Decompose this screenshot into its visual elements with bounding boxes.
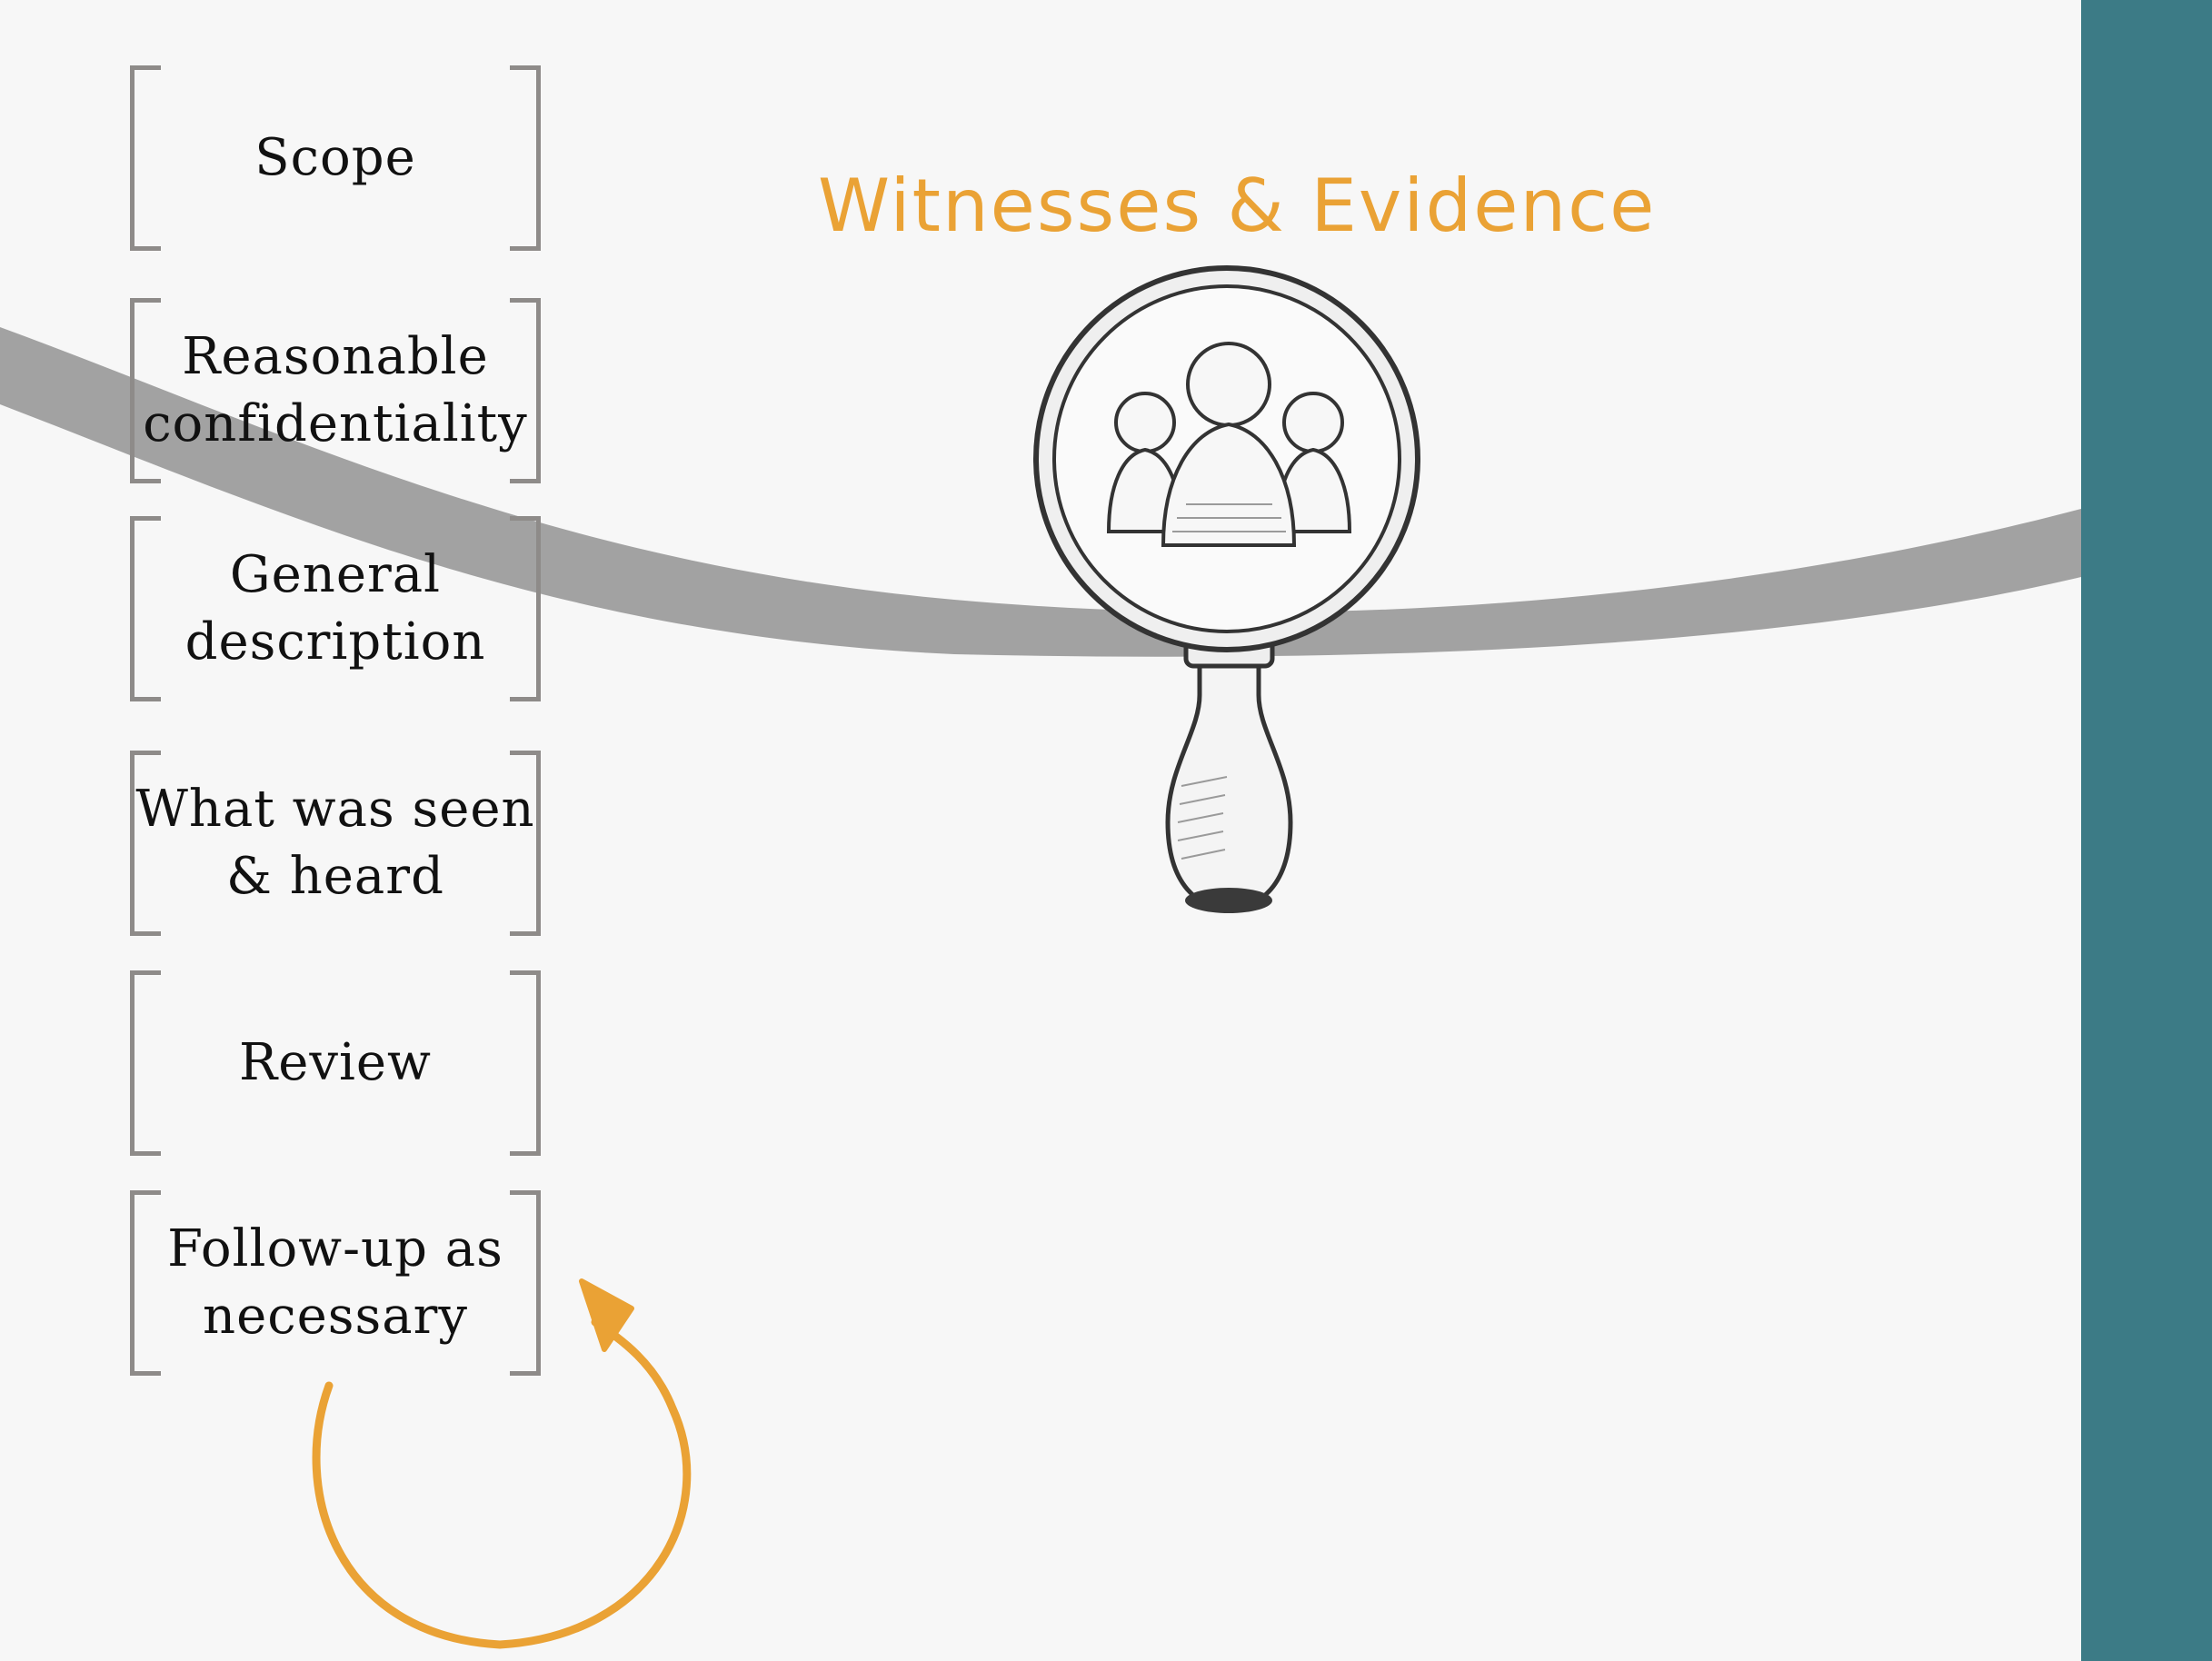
step-review: Review xyxy=(130,970,541,1156)
step-label: Follow-up as necessary xyxy=(167,1219,503,1346)
left-bracket xyxy=(130,970,161,1156)
step-general-description: General description xyxy=(130,516,541,701)
left-bracket xyxy=(130,751,161,936)
left-bracket xyxy=(130,1190,161,1376)
step-follow-up: Follow-up as necessary xyxy=(130,1190,541,1376)
left-bracket xyxy=(130,65,161,251)
step-label: General description xyxy=(184,545,486,671)
right-bracket xyxy=(510,1190,541,1376)
right-bracket xyxy=(510,751,541,936)
right-bracket xyxy=(510,65,541,251)
step-label: Scope xyxy=(254,128,416,187)
magnifier-people-icon xyxy=(1033,265,1420,913)
side-bar xyxy=(2081,0,2212,1661)
step-label: What was seen & heard xyxy=(135,780,535,906)
step-what-was-seen-heard: What was seen & heard xyxy=(130,751,541,936)
right-bracket xyxy=(510,516,541,701)
diagram-title: Witnesses & Evidence xyxy=(818,164,1657,248)
left-bracket xyxy=(130,298,161,483)
right-bracket xyxy=(510,970,541,1156)
step-label: Reasonable confidentiality xyxy=(143,327,528,453)
step-scope: Scope xyxy=(130,65,541,251)
right-bracket xyxy=(510,298,541,483)
step-reasonable-confidentiality: Reasonable confidentiality xyxy=(130,298,541,483)
step-label: Review xyxy=(239,1033,432,1092)
left-bracket xyxy=(130,516,161,701)
cycle-arrow-icon xyxy=(312,1278,692,1649)
